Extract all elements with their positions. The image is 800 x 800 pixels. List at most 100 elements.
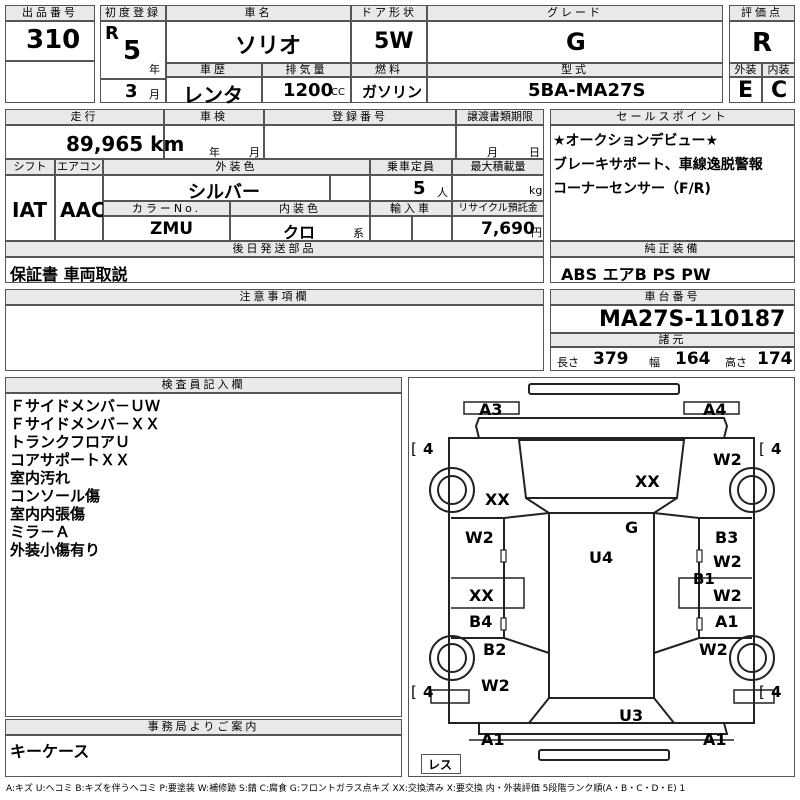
mark-b1: B1 <box>693 570 715 588</box>
width-label: 幅 <box>649 356 660 369</box>
transfer-cell: 月 日 <box>456 125 544 159</box>
door-cell: 5W <box>351 21 427 63</box>
history-value: レンタ <box>183 83 243 107</box>
sales-points-label: セールスポイント <box>550 109 795 125</box>
notes-label: 注意事項欄 <box>5 289 544 305</box>
year-value: 5 <box>123 36 142 66</box>
inspector-line: トランクフロアＵ <box>10 433 131 451</box>
mark-xx-top: XX <box>635 472 660 491</box>
mark-u3: U3 <box>619 706 644 725</box>
inspection-month-unit: 月 <box>249 146 260 159</box>
load-cell: kg <box>452 175 544 201</box>
notes-cell <box>5 305 544 371</box>
mark-a4: A4 <box>703 400 727 419</box>
mark-b4: B4 <box>469 612 493 631</box>
parts-label: 後日発送部品 <box>5 241 544 257</box>
lot-value: 310 <box>26 25 81 55</box>
capacity-label: 乗車定員 <box>370 159 452 175</box>
grade-cell: G <box>427 21 723 63</box>
exterior-value: E <box>738 78 754 103</box>
fuel-value: ガソリン <box>362 83 423 101</box>
inspector-line: Ｆサイドメンバ－ＵＷ <box>10 397 161 415</box>
color-no-label: カラーNo. <box>103 201 230 216</box>
inspection-cell: 年 月 <box>164 125 264 159</box>
mark-w2-left1: W2 <box>465 528 494 547</box>
interior-label: 内装 <box>762 63 795 77</box>
history-cell: レンタ <box>166 77 262 107</box>
mark-w2-left3: W2 <box>481 676 510 695</box>
exterior-cell: E <box>729 77 762 103</box>
interior-color-label: 内装色 <box>230 201 370 216</box>
import-label: 輸入車 <box>370 201 452 216</box>
car-outline <box>429 383 775 761</box>
color-extra-cell <box>330 175 370 201</box>
sales-point-line: コーナーセンサー（F/R) <box>553 181 711 197</box>
height-label: 高さ <box>725 356 747 369</box>
shift-value: IAT <box>12 198 48 222</box>
length-label: 長さ <box>557 356 579 369</box>
mark-xx-left: XX <box>485 490 510 509</box>
car-name-value: ソリオ <box>235 34 302 59</box>
parts-value: 保証書 車両取説 <box>10 265 128 284</box>
capacity-unit: 人 <box>437 186 448 199</box>
interior-value: C <box>771 78 788 103</box>
mark-b3: B3 <box>715 528 739 547</box>
inspector-line: 室内内張傷 <box>10 505 86 523</box>
grade-value: G <box>566 28 586 56</box>
capacity-value: 5 <box>413 178 426 199</box>
history-label: 車歴 <box>166 63 262 77</box>
tire-fr: 4 <box>771 440 782 458</box>
tire-rl: 4 <box>423 683 434 701</box>
tire-bracket-left2: [ <box>411 683 417 701</box>
equipment-cell: ABS エアB PS PW <box>550 257 795 284</box>
model-label: 型式 <box>427 63 723 77</box>
inspector-line: コンソール傷 <box>10 487 101 505</box>
door-value: 5W <box>374 29 414 54</box>
door-label: ドア形状 <box>351 5 427 21</box>
color-cell: シルバー <box>103 175 330 203</box>
office-value: キーケース <box>10 742 90 761</box>
lot-cell: 310 <box>5 21 95 61</box>
model-value: 5BA-MA27S <box>528 80 646 101</box>
displacement-value: 1200 <box>283 80 334 101</box>
sales-point-line: ★オークションデビュー★ <box>553 133 719 149</box>
model-cell: 5BA-MA27S <box>427 77 723 103</box>
recycle-unit: 円 <box>531 226 542 239</box>
mark-u4: U4 <box>589 548 614 567</box>
inspector-line: 室内汚れ <box>10 469 71 487</box>
transfer-month-unit: 月 <box>487 146 498 159</box>
interior-color-unit: 系 <box>353 227 364 240</box>
inspector-line: コアサポートＸＸ <box>10 451 131 469</box>
mark-a1-bl: A1 <box>481 730 505 749</box>
displacement-label: 排気量 <box>262 63 351 77</box>
exterior-label: 外装 <box>729 63 762 77</box>
length-value: 379 <box>593 349 629 369</box>
mark-b2: B2 <box>483 640 507 659</box>
transfer-label: 譲渡書類期限 <box>456 109 544 125</box>
inspector-label: 検査員記入欄 <box>5 377 402 393</box>
resu-label: レス <box>428 758 453 772</box>
color-no-cell: ZMU <box>103 216 230 241</box>
import-cell-b <box>412 216 452 241</box>
inspector-line: Ｆサイドメンバ－ＸＸ <box>10 415 161 433</box>
tire-bracket-right2: [ <box>759 683 765 701</box>
lot-label: 出品番号 <box>5 5 95 21</box>
score-value: R <box>752 28 773 58</box>
tire-rr: 4 <box>771 683 782 701</box>
mark-a3: A3 <box>479 400 503 419</box>
dims-cell: 長さ 379 幅 164 高さ 174 <box>550 347 795 371</box>
dims-label: 諸元 <box>550 333 795 347</box>
sales-points-cell: ★オークションデビュー★ ブレーキサポート、車線逸脱警報 コーナーセンサー（F/… <box>550 125 795 241</box>
mileage-label: 走行 <box>5 109 164 125</box>
tire-bracket-right: [ <box>759 440 765 458</box>
ac-cell: AAC <box>55 175 106 241</box>
damage-diagram: [ 4 [ 4 [ 4 [ 4 A3 A4 W2 XX XX W2 G B3 W… <box>408 377 795 777</box>
capacity-cell: 5 人 <box>370 175 452 201</box>
recycle-value: 7,690 <box>481 219 535 239</box>
fuel-label: 燃料 <box>351 63 427 77</box>
legend-text: A:キズ U:ヘコミ B:キズを伴うヘコミ P:要塗装 W:補修跡 S:錆 C:… <box>6 784 686 794</box>
car-name-label: 車名 <box>166 5 351 21</box>
lot-empty <box>5 61 95 103</box>
chassis-label: 車台番号 <box>550 289 795 305</box>
interior-color-cell: クロ 系 <box>230 216 370 242</box>
